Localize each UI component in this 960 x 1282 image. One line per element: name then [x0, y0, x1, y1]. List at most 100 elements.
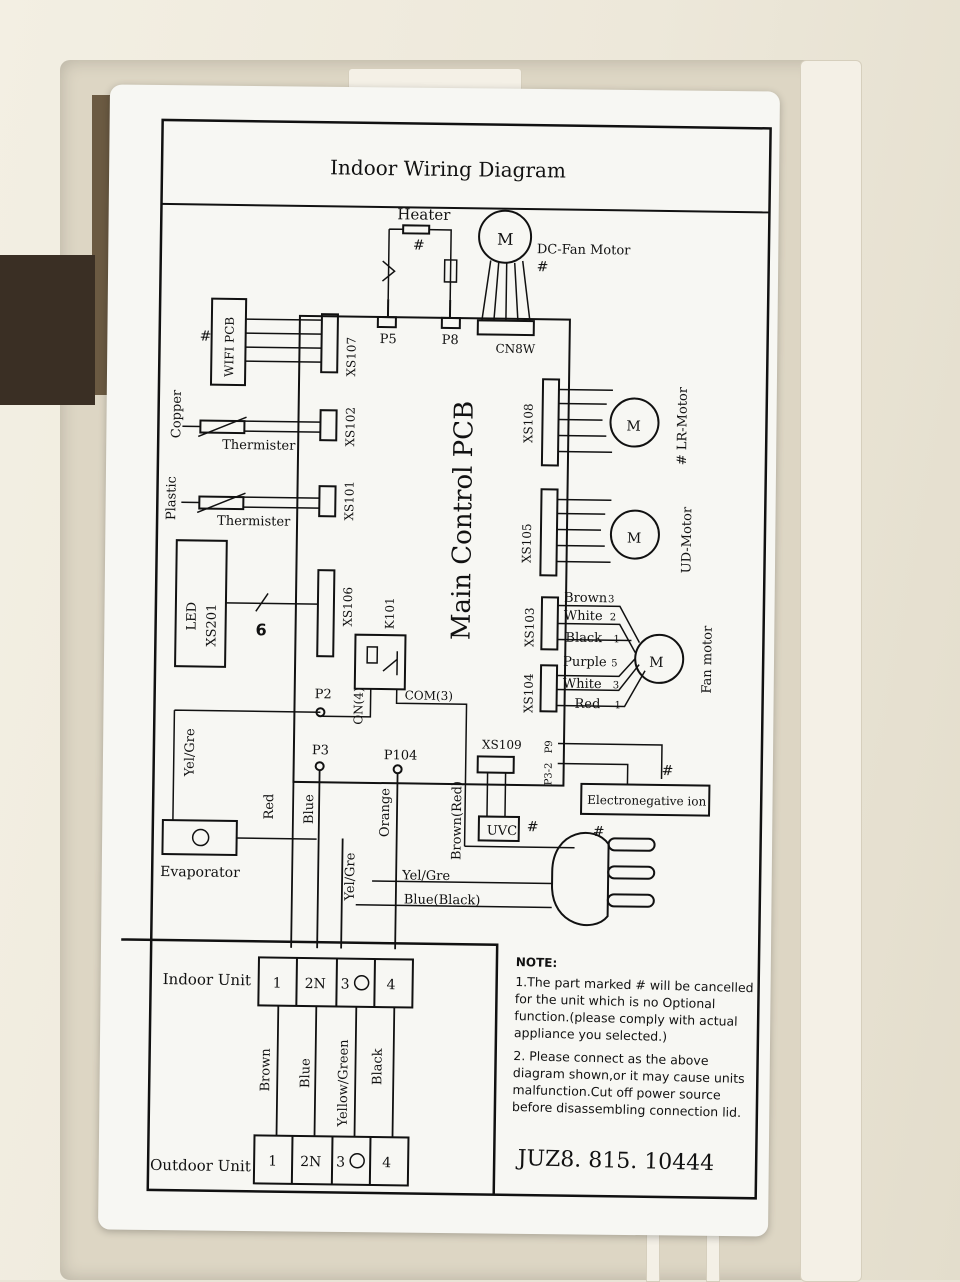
wire-white2-label: White — [563, 677, 602, 693]
orange-wire-label: Orange — [378, 788, 394, 838]
p3-2-label: P3-2 — [543, 762, 554, 785]
interconnect-blue-label: Blue — [298, 1058, 313, 1088]
uvc-label: UVC — [487, 824, 518, 839]
blue-wire-label: Blue — [302, 794, 317, 824]
xs108-connector — [542, 379, 559, 465]
led-bus — [226, 603, 318, 604]
evaporator-ground-icon — [193, 829, 209, 845]
indoor-terminal-4: 4 — [387, 977, 396, 993]
copper-label: Copper — [169, 389, 185, 438]
wifi-hash: # — [200, 328, 212, 344]
plastic-thermister-label: Thermister — [217, 514, 291, 530]
xs108-label: XS108 — [521, 403, 536, 443]
ud-motor-m: M — [627, 530, 642, 546]
interconnect-black-label: Black — [370, 1048, 386, 1085]
k101-relay — [355, 635, 406, 690]
wire-white2-pin: 3 — [613, 680, 620, 691]
outdoor-terminal-3: 3 — [336, 1154, 345, 1170]
p104-label: P104 — [384, 748, 418, 763]
indoor-terminal-1: 1 — [273, 976, 282, 992]
plug-prong-3 — [608, 894, 654, 907]
lr-motor-wires — [558, 390, 613, 453]
xs103-label: XS103 — [522, 607, 537, 647]
yel-gre-wire-label: Yel/Gre — [343, 852, 359, 901]
outdoor-terminal-4: 4 — [382, 1155, 391, 1171]
p8-label: P8 — [442, 333, 459, 348]
xs101-label: XS101 — [342, 481, 357, 521]
relay-com-label: COM(3) — [405, 688, 454, 703]
plug-body — [551, 832, 608, 925]
wire-black-pin: 1 — [613, 634, 620, 645]
led-wire-count: 6 — [255, 620, 266, 639]
evaporator-box — [162, 820, 236, 855]
diagram-title: Indoor Wiring Diagram — [330, 155, 566, 182]
outdoor-terminal-1: 1 — [268, 1154, 277, 1170]
indoor-unit-label: Indoor Unit — [163, 970, 252, 989]
plug-prong-2 — [608, 866, 654, 879]
plug-yel-gre-label: Yel/Gre — [401, 868, 450, 884]
p2-label: P2 — [315, 687, 332, 702]
wire-white-label: White — [564, 609, 603, 625]
xs104-label: XS104 — [521, 673, 536, 713]
p3-terminal — [316, 762, 324, 770]
copper-thermister-label: Thermister — [222, 438, 296, 454]
wire-red-pin: 1 — [614, 700, 621, 711]
note-2: 2. Please connect as the above diagram s… — [512, 1047, 764, 1122]
xs104-connector — [540, 665, 557, 711]
wire-purple-label: Purple — [563, 655, 607, 671]
plastic-label: Plastic — [164, 476, 180, 520]
cn8w-label: CN8W — [495, 342, 536, 357]
wifi-wires — [245, 319, 322, 362]
k101-contact — [383, 651, 397, 675]
led-bus-slash — [256, 593, 268, 611]
evaporator-label: Evaporator — [160, 864, 240, 881]
main-pcb-label: Main Control PCB — [446, 401, 479, 641]
document-code: JUZ8. 815. 10444 — [517, 1146, 714, 1176]
dc-fan-motor-m: M — [497, 230, 514, 249]
ion-wires — [557, 744, 662, 785]
xs201-label: XS201 — [204, 604, 220, 647]
xs105-connector — [540, 489, 557, 575]
xs102-connector — [320, 410, 336, 440]
plastic-wires — [181, 496, 319, 508]
outdoor-ground-icon — [350, 1154, 364, 1168]
xs109-label: XS109 — [482, 737, 522, 752]
plug-blue-black-label: Blue(Black) — [404, 892, 481, 908]
wire-red-label: Red — [574, 697, 600, 712]
xs101-connector — [319, 486, 335, 516]
wire-purple-pin: 5 — [611, 658, 618, 669]
p5-label: P5 — [380, 332, 397, 347]
k101-coil — [367, 647, 377, 663]
brown-red-wire-label: Brown(Red) — [449, 781, 465, 860]
plug-prong-1 — [609, 838, 655, 851]
p3-label: P3 — [312, 743, 329, 758]
red-wire-label: Red — [262, 794, 277, 820]
ion-hash: # — [662, 763, 674, 779]
fan-motor-m: M — [649, 655, 664, 671]
uvc-hash: # — [527, 819, 539, 835]
dc-fan-motor-wires — [482, 260, 531, 321]
cn8w-connector — [478, 320, 534, 335]
xs106-label: XS106 — [341, 587, 356, 627]
xs105-label: XS105 — [520, 523, 535, 563]
ion-label: Electronegative ion — [587, 793, 706, 809]
xs102-label: XS102 — [343, 407, 358, 447]
notes-block: NOTE: 1.The part marked # will be cancel… — [512, 955, 766, 1127]
uvc-wires — [487, 773, 506, 817]
heater-hash: # — [413, 237, 425, 253]
indoor-terminal-2n: 2N — [305, 976, 326, 992]
note-1: 1.The part marked # will be cancelled fo… — [514, 973, 766, 1048]
p9-label: P9 — [544, 740, 555, 753]
wire-brown-label: Brown — [564, 591, 608, 607]
led-board — [175, 540, 227, 667]
copper-wires — [182, 420, 320, 432]
indoor-ground-icon — [355, 976, 369, 990]
wifi-pcb-label: WIFI PCB — [222, 317, 237, 377]
ud-motor-wires — [557, 499, 612, 562]
outdoor-terminal-2n: 2N — [300, 1154, 321, 1170]
interconnect-brown-label: Brown — [258, 1048, 274, 1092]
wire-black-label: Black — [565, 631, 602, 647]
fan-motor-label: Fan motor — [700, 625, 716, 694]
title-divider — [162, 204, 770, 212]
